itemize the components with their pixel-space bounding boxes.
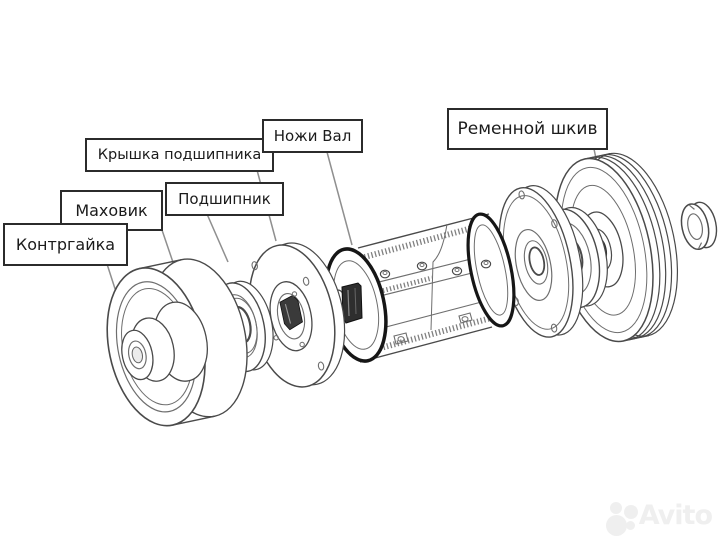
label-podshipnik: Подшипник — [165, 182, 284, 216]
label-remennoy-shkiv-text: Ременной шкив — [457, 119, 598, 139]
avito-logo-icon — [604, 498, 638, 536]
label-kryshka-podshipnika: Крышка подшипника — [85, 138, 274, 172]
flywheel-drawing — [106, 258, 248, 427]
drum-bolts — [379, 259, 492, 345]
leader-podshipnik — [206, 213, 229, 263]
avito-watermark: Avito — [604, 498, 713, 536]
label-nozhi-val-text: Ножи Вал — [273, 127, 352, 145]
label-kryshka-podshipnika-text: Крышка подшипника — [97, 147, 262, 163]
knife-shaft-drawing — [324, 212, 516, 363]
label-podshipnik-text: Подшипник — [178, 190, 271, 208]
label-makhovik-text: Маховик — [75, 201, 148, 220]
label-kontrgayka: Контргайка — [3, 223, 128, 266]
leader-nozhi-val — [326, 151, 353, 246]
label-kontrgayka-text: Контргайка — [15, 235, 116, 254]
label-remennoy-shkiv: Ременной шкив — [447, 108, 608, 150]
label-nozhi-val: Ножи Вал — [262, 119, 363, 153]
locknut-drawing — [680, 201, 718, 251]
avito-watermark-text: Avito — [638, 499, 713, 531]
